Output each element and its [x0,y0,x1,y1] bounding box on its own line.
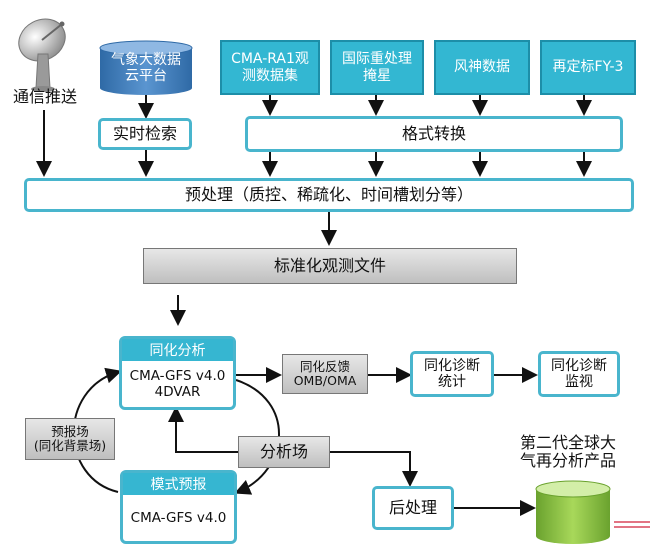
assimilation-title: 同化分析 [122,339,233,361]
preprocess-box: 预处理（质控、稀疏化、时间槽划分等） [24,178,634,212]
diag-monitor-label: 同化诊断 监视 [551,357,607,390]
source-fengshen-label: 风神数据 [454,59,510,76]
format-conversion-label: 格式转换 [401,123,466,143]
source-intl-label: 国际重处理 掩星 [342,51,412,84]
source-fy3-label: 再定标FY-3 [552,59,624,76]
arrow-analysis-assim [168,406,238,453]
feedback-box: 同化反馈 OMB/OMA [282,354,368,394]
model-forecast-box: 模式预报 CMA-GFS v4.0 [120,470,237,544]
format-conversion-box: 格式转换 [245,116,623,152]
assimilation-box: 同化分析 CMA-GFS v4.0 4DVAR [119,336,236,410]
source-fy3: 再定标FY-3 [540,40,636,95]
model-forecast-body: CMA-GFS v4.0 [130,509,227,526]
arrow-analysis-postproc [330,451,418,487]
diag-monitor-box: 同化诊断 监视 [538,351,620,397]
standard-obs-file-label: 标准化观测文件 [273,255,386,275]
source-ra1-label: CMA-RA1观 测数据集 [231,51,309,84]
source-fengshen: 风神数据 [434,40,530,95]
diag-stats-box: 同化诊断 统计 [410,351,494,397]
product-cylinder [535,480,611,544]
source-intl-occultation: 国际重处理 掩星 [330,40,424,95]
diag-stats-label: 同化诊断 统计 [424,357,480,390]
preprocess-label: 预处理（质控、稀疏化、时间槽划分等） [184,184,473,204]
forecast-field-label: 预报场 (同化背景场) [33,423,107,453]
product-label: 第二代全球大 气再分析产品 [519,433,616,471]
postprocess-label: 后处理 [388,497,437,517]
forecast-field-box: 预报场 (同化背景场) [25,418,115,460]
comm-label: 通信推送 [12,87,77,106]
satellite-dish-icon [18,18,66,92]
arrow-cycle-right [234,379,280,495]
analysis-field-label: 分析场 [259,441,308,461]
cloud-platform-cylinder [99,40,193,95]
realtime-retrieval-box: 实时检索 [98,118,192,150]
postprocess-box: 后处理 [372,486,454,530]
standard-obs-file-box: 标准化观测文件 [143,248,517,284]
model-forecast-title: 模式预报 [123,473,234,495]
cloud-platform-label: 气象大数据 云平台 [111,52,181,85]
assimilation-body: CMA-GFS v4.0 4DVAR [129,367,226,400]
source-ra1: CMA-RA1观 测数据集 [220,40,320,95]
feedback-label: 同化反馈 OMB/OMA [293,358,357,388]
realtime-retrieval-label: 实时检索 [112,123,177,143]
analysis-field-box: 分析场 [238,436,330,468]
